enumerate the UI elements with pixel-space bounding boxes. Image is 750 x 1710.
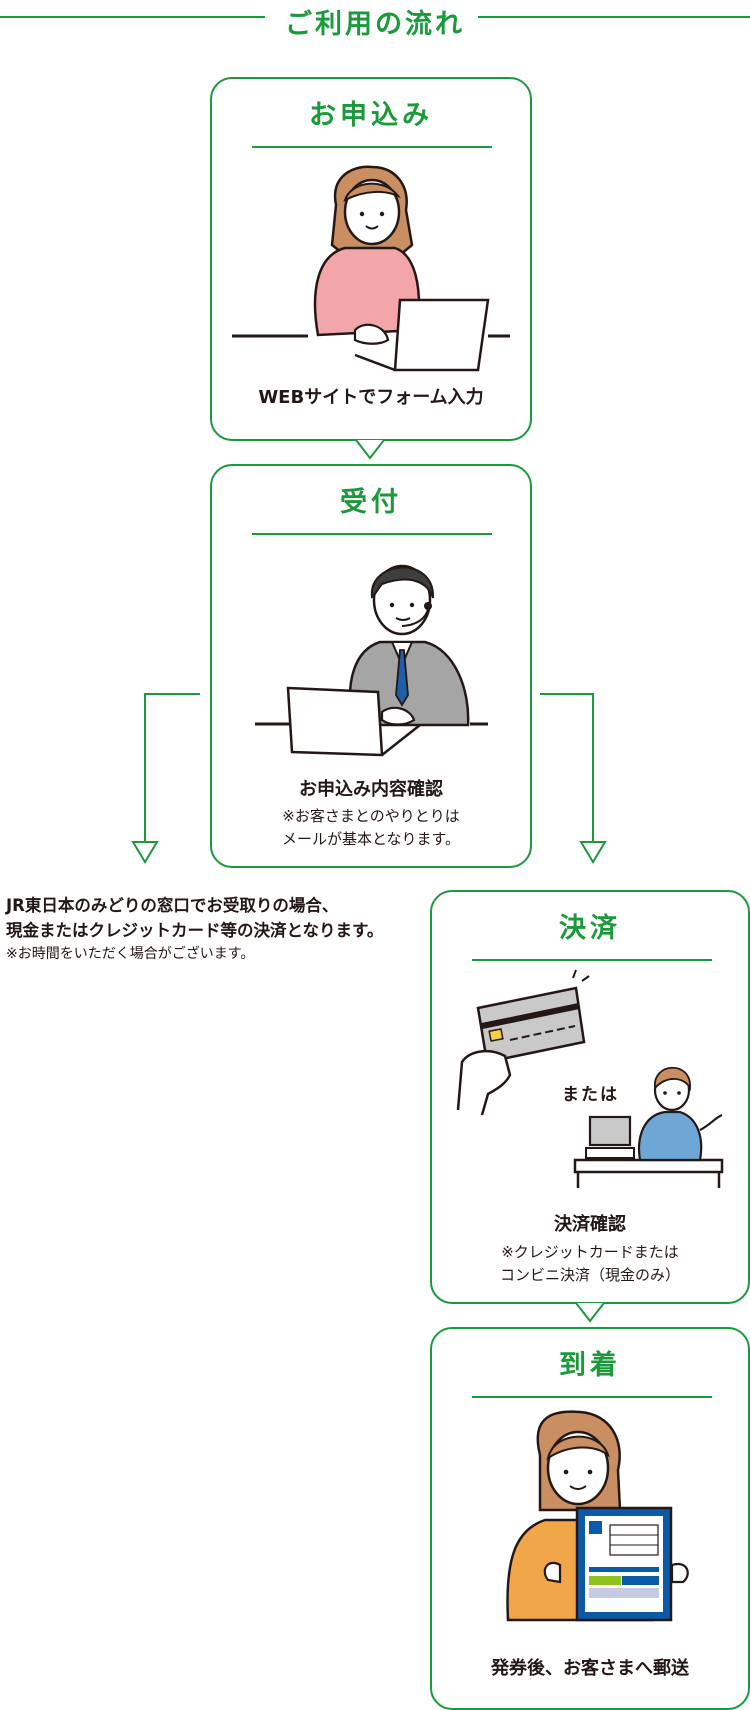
window-pickup-note: JR東日本のみどりの窓口でお受取りの場合、 現金またはクレジットカード等の決済と… [6, 893, 426, 965]
window-pickup-note-line3: ※お時間をいただく場合がございます。 [6, 946, 255, 962]
step-payment-note-line2: コンビニ決済（現金のみ） [499, 1266, 680, 1284]
step-arrival-title: 到着 [559, 1350, 621, 1381]
step-payment-rule [472, 959, 712, 961]
step-reception-title: 受付 [340, 487, 402, 518]
window-pickup-note-line1: JR東日本のみどりの窓口でお受取りの場合、 [6, 896, 339, 915]
step-payment-note: ※クレジットカードまたは コンビニ決済（現金のみ） [432, 1241, 748, 1287]
step-reception-rule [252, 533, 492, 535]
window-pickup-note-line2: 現金またはクレジットカード等の決済となります。 [6, 921, 384, 940]
step-apply-caption: WEBサイトでフォーム入力 [258, 387, 484, 408]
step-arrival-caption: 発券後、お客さまへ郵送 [491, 1658, 689, 1679]
payment-or-label: または [562, 1085, 619, 1105]
flow-heading: ご利用の流れ [0, 0, 750, 40]
step-payment-title: 決済 [559, 913, 621, 944]
step-payment-note-line1: ※クレジットカードまたは [501, 1243, 679, 1261]
step-reception-note-line2: メールが基本となります。 [281, 830, 461, 848]
heading-rule-right [478, 16, 750, 18]
step-arrival-rule [472, 1396, 712, 1398]
heading-rule-left [0, 16, 265, 18]
page-title: ご利用の流れ [285, 9, 465, 40]
step-payment: 決済 または 決済確認 ※クレジットカードまたは コンビニ決済（現金のみ） [430, 890, 750, 1304]
step-reception-note-line1: ※お客さまとのやりとりは [282, 807, 460, 825]
step-apply-title: お申込み [309, 100, 433, 131]
step-reception-caption: お申込み内容確認 [299, 779, 443, 800]
step-reception-note: ※お客さまとのやりとりは メールが基本となります。 [212, 805, 530, 851]
step-payment-caption: 決済確認 [554, 1214, 626, 1235]
step-apply-rule [252, 146, 492, 148]
